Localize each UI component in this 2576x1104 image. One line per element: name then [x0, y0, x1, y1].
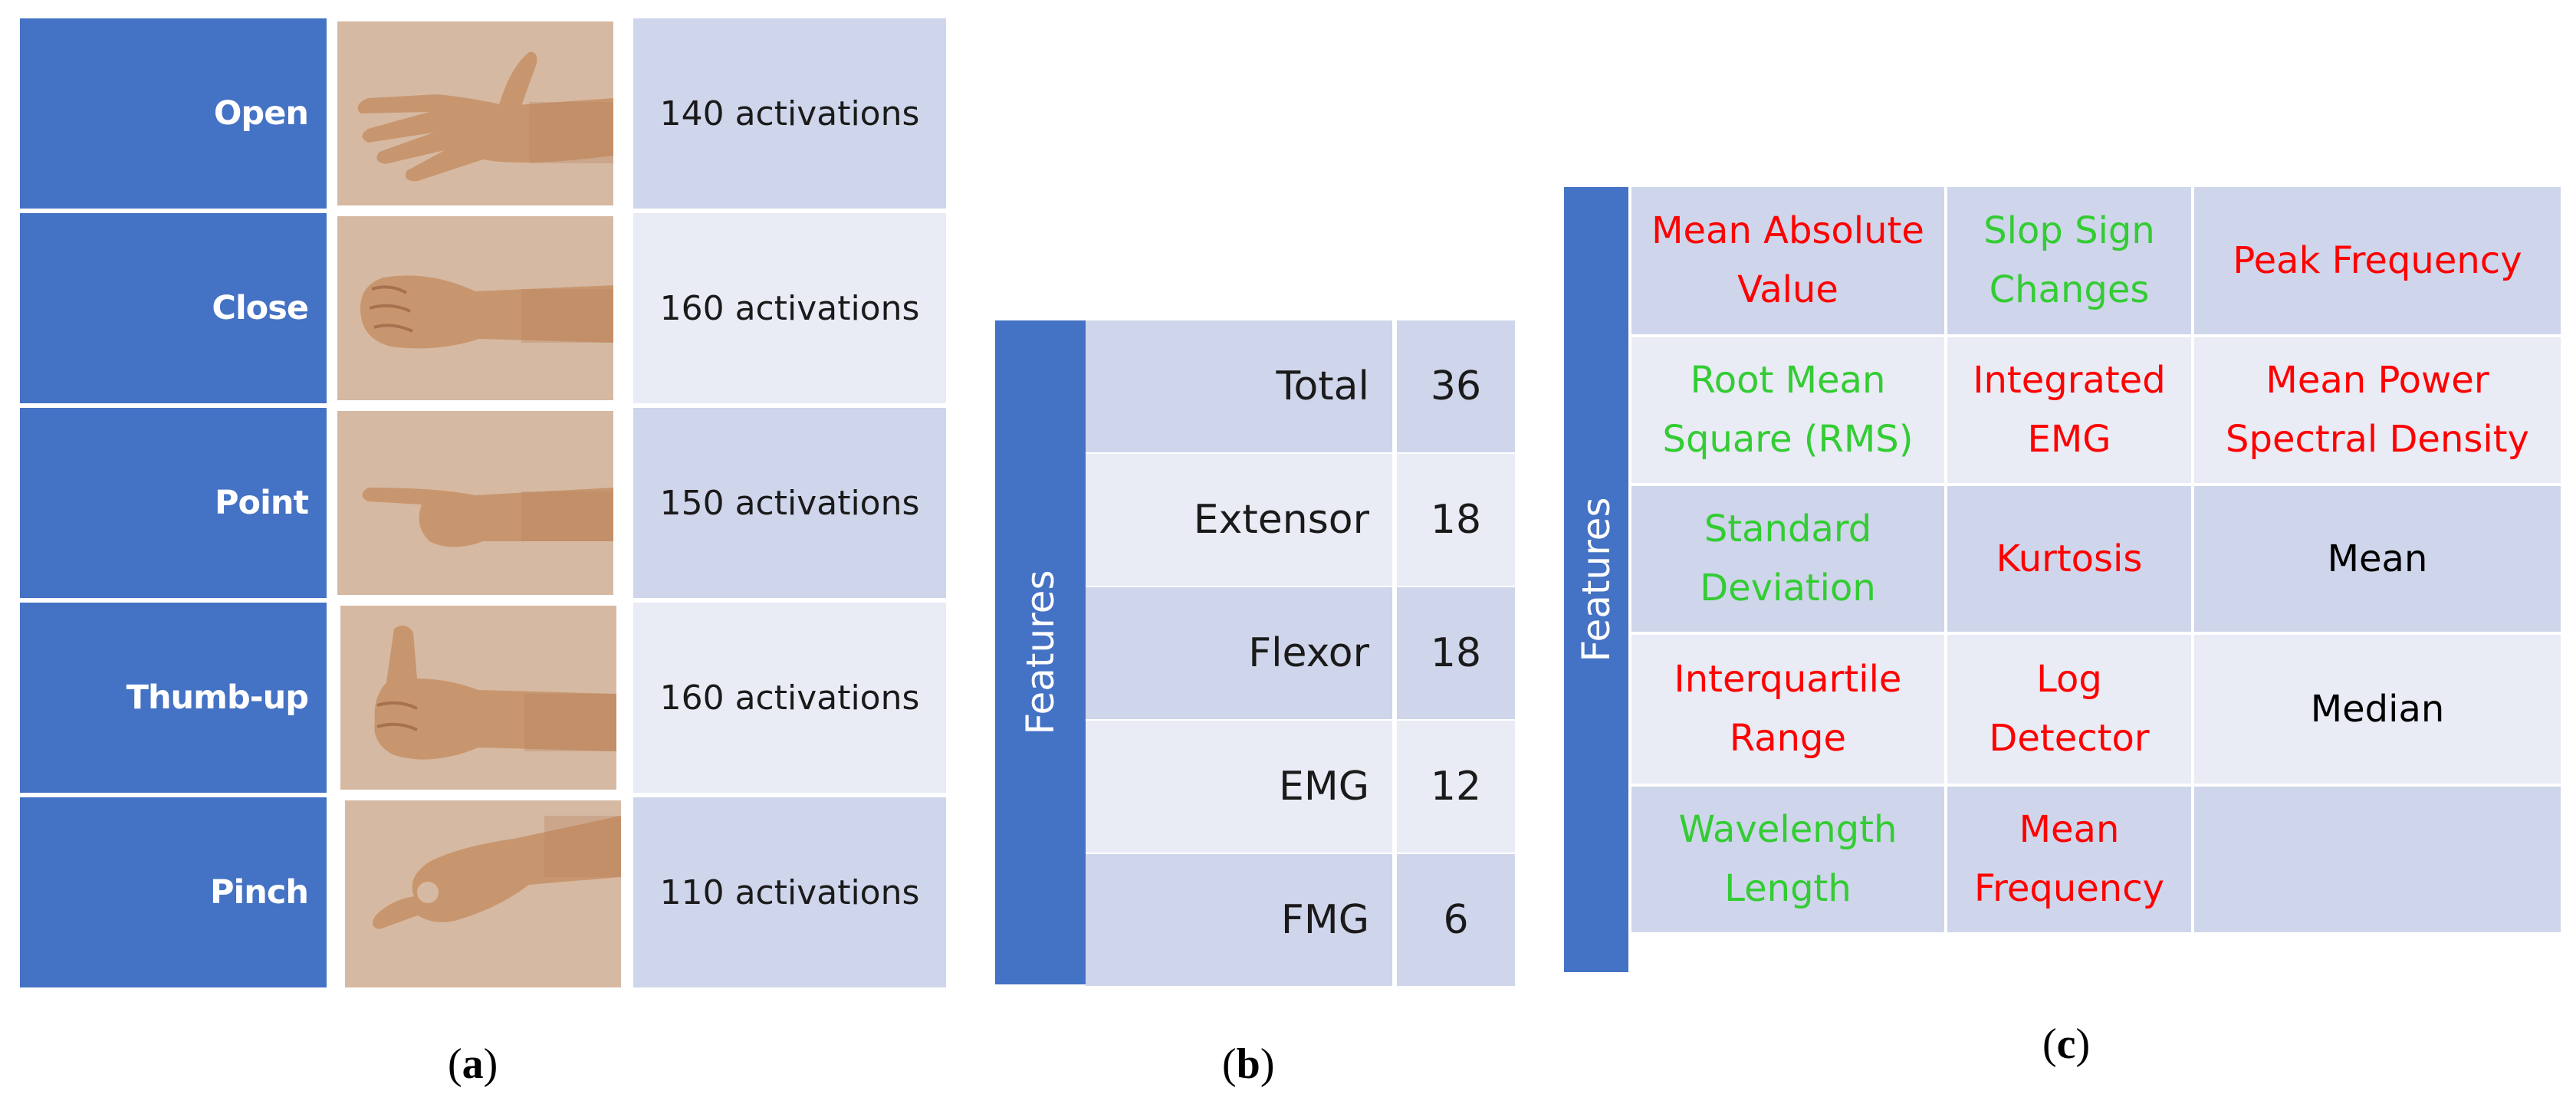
- gesture-label: Pinch: [20, 797, 327, 987]
- table-row: Extensor 18: [1086, 454, 1515, 586]
- feature-cell: Mean Power Spectral Density: [2194, 337, 2561, 483]
- pinch-hand-icon: [345, 800, 621, 987]
- activation-count: 160 activations: [633, 213, 946, 403]
- feature-cell: Median: [2194, 635, 2561, 784]
- feature-group-count: 12: [1397, 721, 1515, 853]
- feature-group-name: Total: [1086, 320, 1392, 452]
- gesture-label: Open: [20, 18, 327, 209]
- feature-group-name: Extensor: [1086, 454, 1392, 586]
- caption-c: (c): [2042, 1020, 2091, 1068]
- gesture-row-close: Close 160 activations: [20, 213, 946, 403]
- feature-cell: Mean Frequency: [1947, 787, 2191, 932]
- feature-cell: Slop Sign Changes: [1947, 187, 2191, 334]
- fist-icon: [337, 216, 613, 400]
- open-hand-icon: [337, 21, 613, 205]
- feature-group-name: Flexor: [1086, 587, 1392, 719]
- feature-cell: Kurtosis: [1947, 486, 2191, 632]
- feature-cell: Standard Deviation: [1631, 486, 1944, 632]
- gesture-row-open: Open 140 activations: [20, 18, 946, 209]
- table-row: EMG 12: [1086, 721, 1515, 853]
- features-header: Features: [1564, 187, 1628, 972]
- gesture-label: Thumb-up: [20, 603, 327, 793]
- gesture-row-pinch: Pinch 110 activations: [20, 797, 946, 987]
- feature-group-count: 6: [1397, 854, 1515, 986]
- gesture-table: Open 140 activations Close 160 activatio…: [20, 18, 946, 987]
- gesture-label: Point: [20, 408, 327, 598]
- activation-count: 160 activations: [633, 603, 946, 793]
- feature-cell: [2194, 787, 2561, 932]
- features-header-text: Features: [1018, 570, 1063, 735]
- features-header-text: Features: [1574, 497, 1618, 662]
- feature-cell: Wavelength Length: [1631, 787, 1944, 932]
- caption-b: (b): [1222, 1040, 1275, 1088]
- feature-cell: Log Detector: [1947, 635, 2191, 784]
- feature-group-count: 36: [1397, 320, 1515, 452]
- gesture-row-thumb-up: Thumb-up 160 activations: [20, 603, 946, 793]
- feature-cell: Mean Absolute Value: [1631, 187, 1944, 334]
- thumbs-up-icon: [340, 606, 616, 790]
- feature-cell: Root Mean Square (RMS): [1631, 337, 1944, 483]
- feature-cell: Interquartile Range: [1631, 635, 1944, 784]
- feature-cell: Peak Frequency: [2194, 187, 2561, 334]
- table-row: FMG 6: [1086, 854, 1515, 986]
- feature-group-name: EMG: [1086, 721, 1392, 853]
- table-row: Flexor 18: [1086, 587, 1515, 719]
- feature-group-count: 18: [1397, 454, 1515, 586]
- feature-cell: Integrated EMG: [1947, 337, 2191, 483]
- feature-cell: Mean: [2194, 486, 2561, 632]
- activation-count: 150 activations: [633, 408, 946, 598]
- features-header: Features: [995, 320, 1086, 984]
- feature-count-table: Features Total 36 Extensor 18 Flexor 18 …: [995, 320, 1515, 986]
- activation-count: 140 activations: [633, 18, 946, 209]
- feature-group-name: FMG: [1086, 854, 1392, 986]
- gesture-row-point: Point 150 activations: [20, 408, 946, 598]
- gesture-label: Close: [20, 213, 327, 403]
- activation-count: 110 activations: [633, 797, 946, 987]
- feature-group-count: 18: [1397, 587, 1515, 719]
- pointing-hand-icon: [337, 411, 613, 595]
- caption-a: (a): [448, 1040, 498, 1088]
- table-row: Total 36: [1086, 320, 1515, 452]
